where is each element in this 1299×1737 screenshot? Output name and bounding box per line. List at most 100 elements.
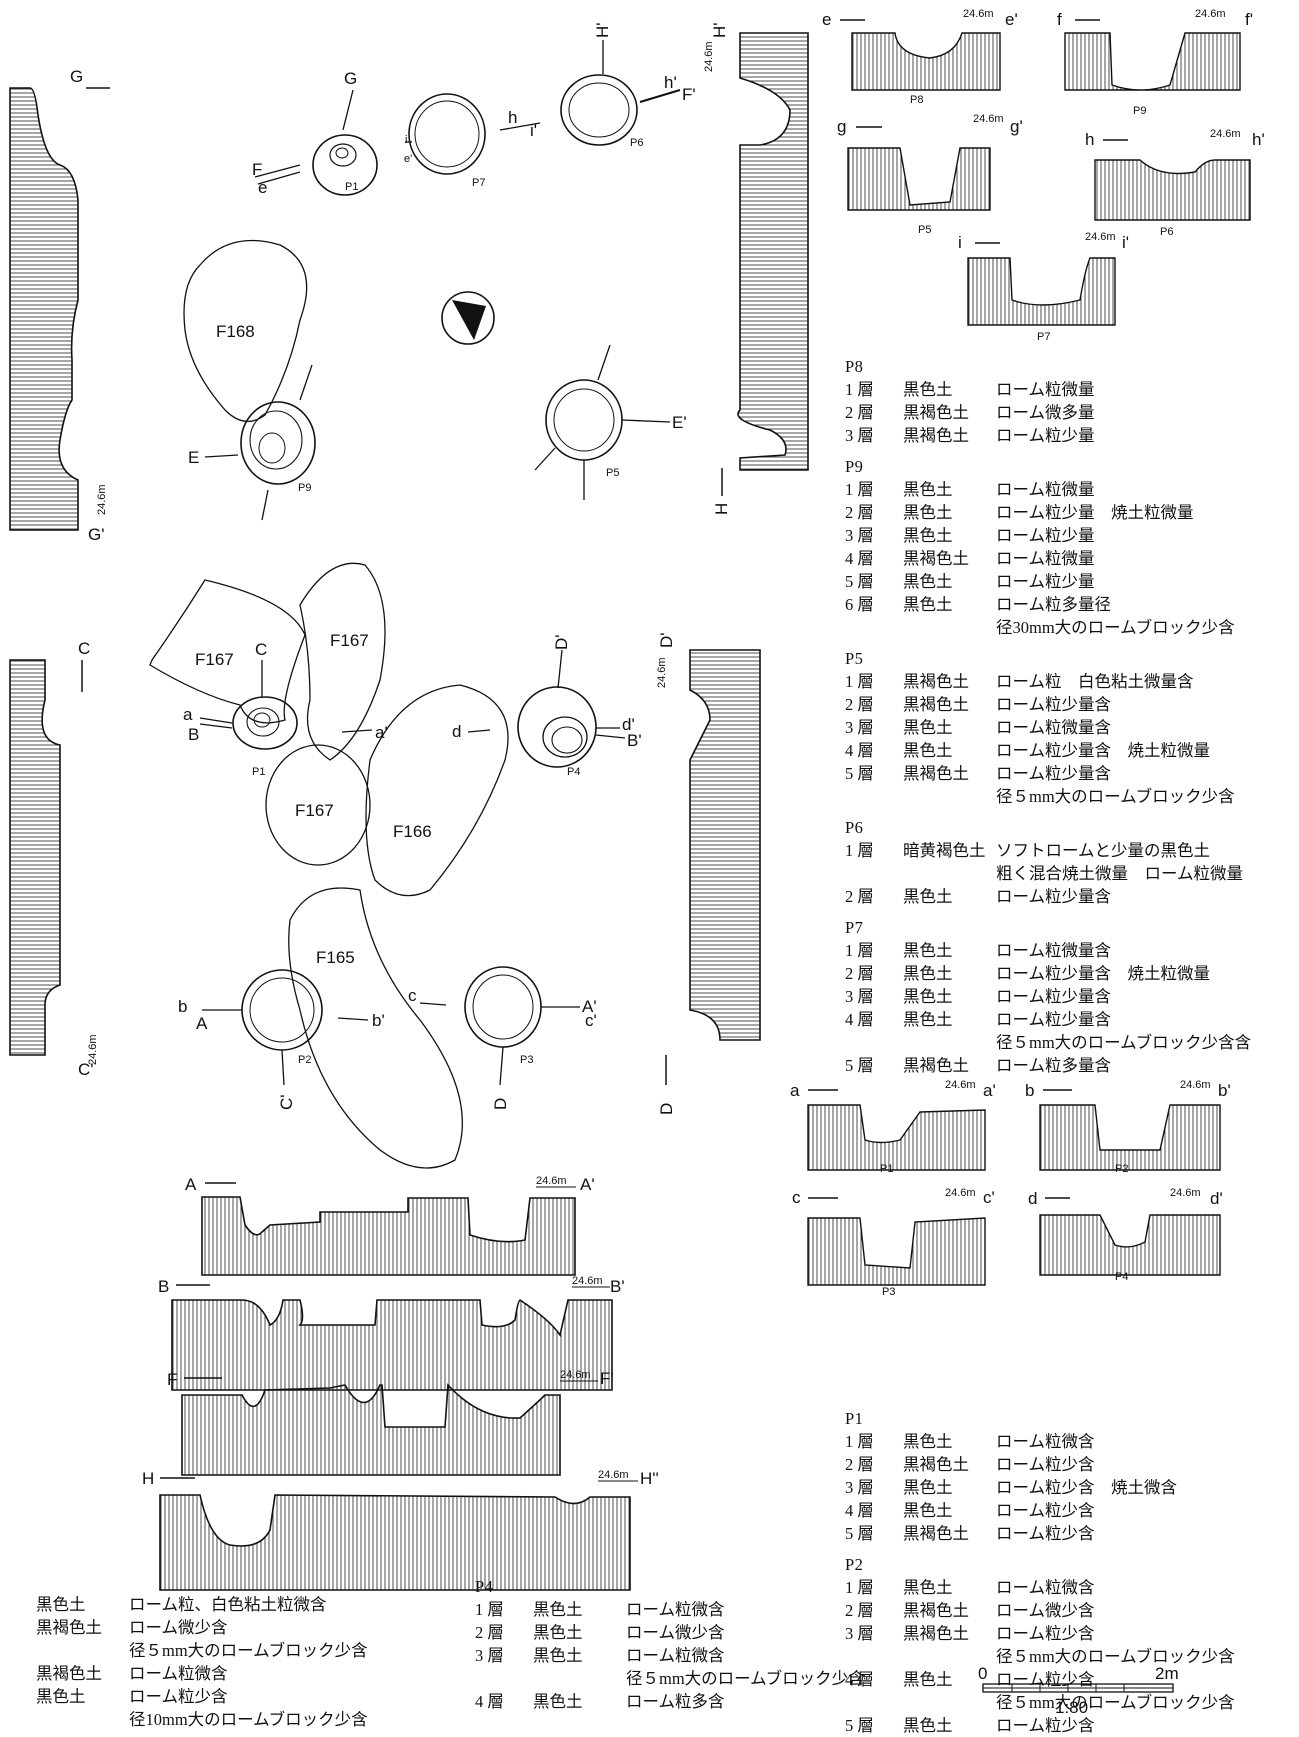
layer-number: 6 層 [845,595,874,614]
label-i-sec: i [958,233,962,252]
soil-inclusions: 径５mm大のロームブロック少含 [129,1641,368,1660]
label-Fp: F' [682,85,696,104]
soil-inclusions: ローム粒、白色粘土粒微含 [129,1595,327,1614]
scale-zero: 0 [978,1664,987,1683]
section-F-F: F F' 24.6m [167,1369,614,1476]
label-Dp-plan: D' [552,634,571,650]
layer-number: 1 層 [475,1600,504,1619]
label-E: E [188,448,199,467]
label-Cp-plan: C' [277,1094,296,1110]
soil-inclusions: ローム粒多含 [626,1692,725,1711]
label-P2-sec: P2 [1115,1163,1128,1175]
soil-type: 黒色土 [533,1600,583,1619]
soil-inclusions: ローム粒少量 [996,572,1095,591]
layer-number: 3 層 [845,1624,874,1643]
label-Ap-sec: A' [580,1175,595,1194]
label-P7: P7 [472,177,485,189]
legend-pit-heading: P2 [845,1555,864,1574]
label-Gp: G' [88,525,104,544]
soil-type: 黒褐色土 [903,1455,969,1474]
elev-b: 24.6m [1180,1079,1211,1091]
soil-type: 黒褐色土 [903,403,969,422]
label-d-sec: d [1028,1189,1037,1208]
soil-type: 黒色土 [36,1595,86,1614]
soil-type [903,616,996,639]
label-Hp: H' [710,22,729,38]
soil-type: 黒褐色土 [903,1056,969,1075]
soil-type: 黒褐色土 [903,695,969,714]
soil-inclusions: ローム粒 白色粘土微量含 [996,672,1194,691]
pit-P9 [240,401,316,485]
layer-number: 4 層 [845,741,874,760]
layer-number: 2 層 [845,964,874,983]
north-arrow-icon [441,291,495,345]
legend-pit-heading: P4 [475,1577,494,1596]
soil-inclusions: ローム粒微含 [996,1432,1095,1451]
label-P1-sec: P1 [880,1163,893,1175]
elev-h: 24.6m [1210,128,1241,140]
layer-number: 4 層 [845,1670,874,1689]
label-ap: a' [375,723,388,742]
label-Dp: D' [657,632,676,648]
soil-type: 黒褐色土 [36,1618,102,1637]
label-P8: P1 [345,181,358,193]
legend-row: 4 層黒褐色土ローム粒微量 [845,547,1251,570]
scale-ratio: 1:80 [1055,1698,1088,1717]
soil-inclusions: ローム粒少量含 [996,695,1112,714]
section-c-c: c c' 24.6m P3 [792,1187,995,1298]
pit-P6 [560,74,638,146]
legend-row: 5 層黒褐色土ローム粒多量含 [845,1054,1251,1077]
layer-number: 1 層 [845,380,874,399]
soil-inclusions: ローム粒微含 [129,1664,228,1683]
layer-number: 5 層 [845,1716,874,1735]
soil-inclusions: 径５mm大のロームブロック少含含 [996,1033,1252,1052]
legend-row: 3 層黒色土ローム粒微量含 [845,716,1251,739]
legend-row: 5 層黒色土ローム粒少量 [845,570,1251,593]
label-H: H [712,503,731,515]
soil-type: 黒褐色土 [36,1664,102,1683]
label-dp-sec: d' [1210,1189,1223,1208]
soil-inclusions: ローム微少含 [626,1623,725,1642]
soil-inclusions: ローム粒少含 [996,1455,1095,1474]
legend-row: 4 層黒色土ローム粒少量含 [845,1008,1251,1031]
scale-max: 2m [1155,1664,1179,1683]
label-B: B [188,725,199,744]
soil-type: 黒色土 [903,1432,953,1451]
soil-type: 黒色土 [903,1010,953,1029]
elev-c: 24.6m [945,1187,976,1199]
layer-number: 層 [0,1593,36,1616]
legend-row: 4 層黒色土ローム粒少量含 焼土粒微量 [845,739,1251,762]
soil-inclusions: 径30mm大のロームブロック少含 [996,618,1235,637]
label-F: F [252,160,262,179]
label-P8-sec: P8 [910,94,923,106]
soil-type [903,1031,996,1054]
legend-row: 1 層黒色土ローム粒微含 [845,1430,1251,1453]
soil-inclusions: ローム粒多量径 [996,595,1112,614]
soil-type: 黒色土 [533,1692,583,1711]
pit-P1 [232,696,298,750]
layer-number: 2 層 [845,403,874,422]
label-H-sec: H [142,1469,154,1488]
scale-bar: 0 2m 1:80 [978,1664,1179,1717]
label-F166: F166 [393,822,432,841]
label-P4: P4 [567,766,580,778]
legend-pit-heading: P5 [845,649,864,668]
legend-row: 2 層黒褐色土ローム微多量 [845,401,1251,424]
soil-type: 黒褐色土 [903,426,969,445]
layer-number: 1 層 [845,941,874,960]
label-P3: P3 [520,1054,533,1066]
legend-row: 3 層黒色土ローム粒少量 [845,524,1251,547]
legend-row: 1 層黒色土ローム粒微含 [475,1598,865,1621]
soil-type: 暗黄褐色土 [903,841,986,860]
section-a-a: a a' 24.6m P1 [790,1079,996,1175]
soil-type: 黒褐色土 [903,1524,969,1543]
soil-inclusions: ローム粒少量 [996,526,1095,545]
soil-type: 黒色土 [36,1687,86,1706]
label-C: C [78,639,90,658]
label-ip-sec: i' [1122,233,1129,252]
label-P5-sec: P5 [918,224,931,236]
feature-F167-b [299,562,386,761]
